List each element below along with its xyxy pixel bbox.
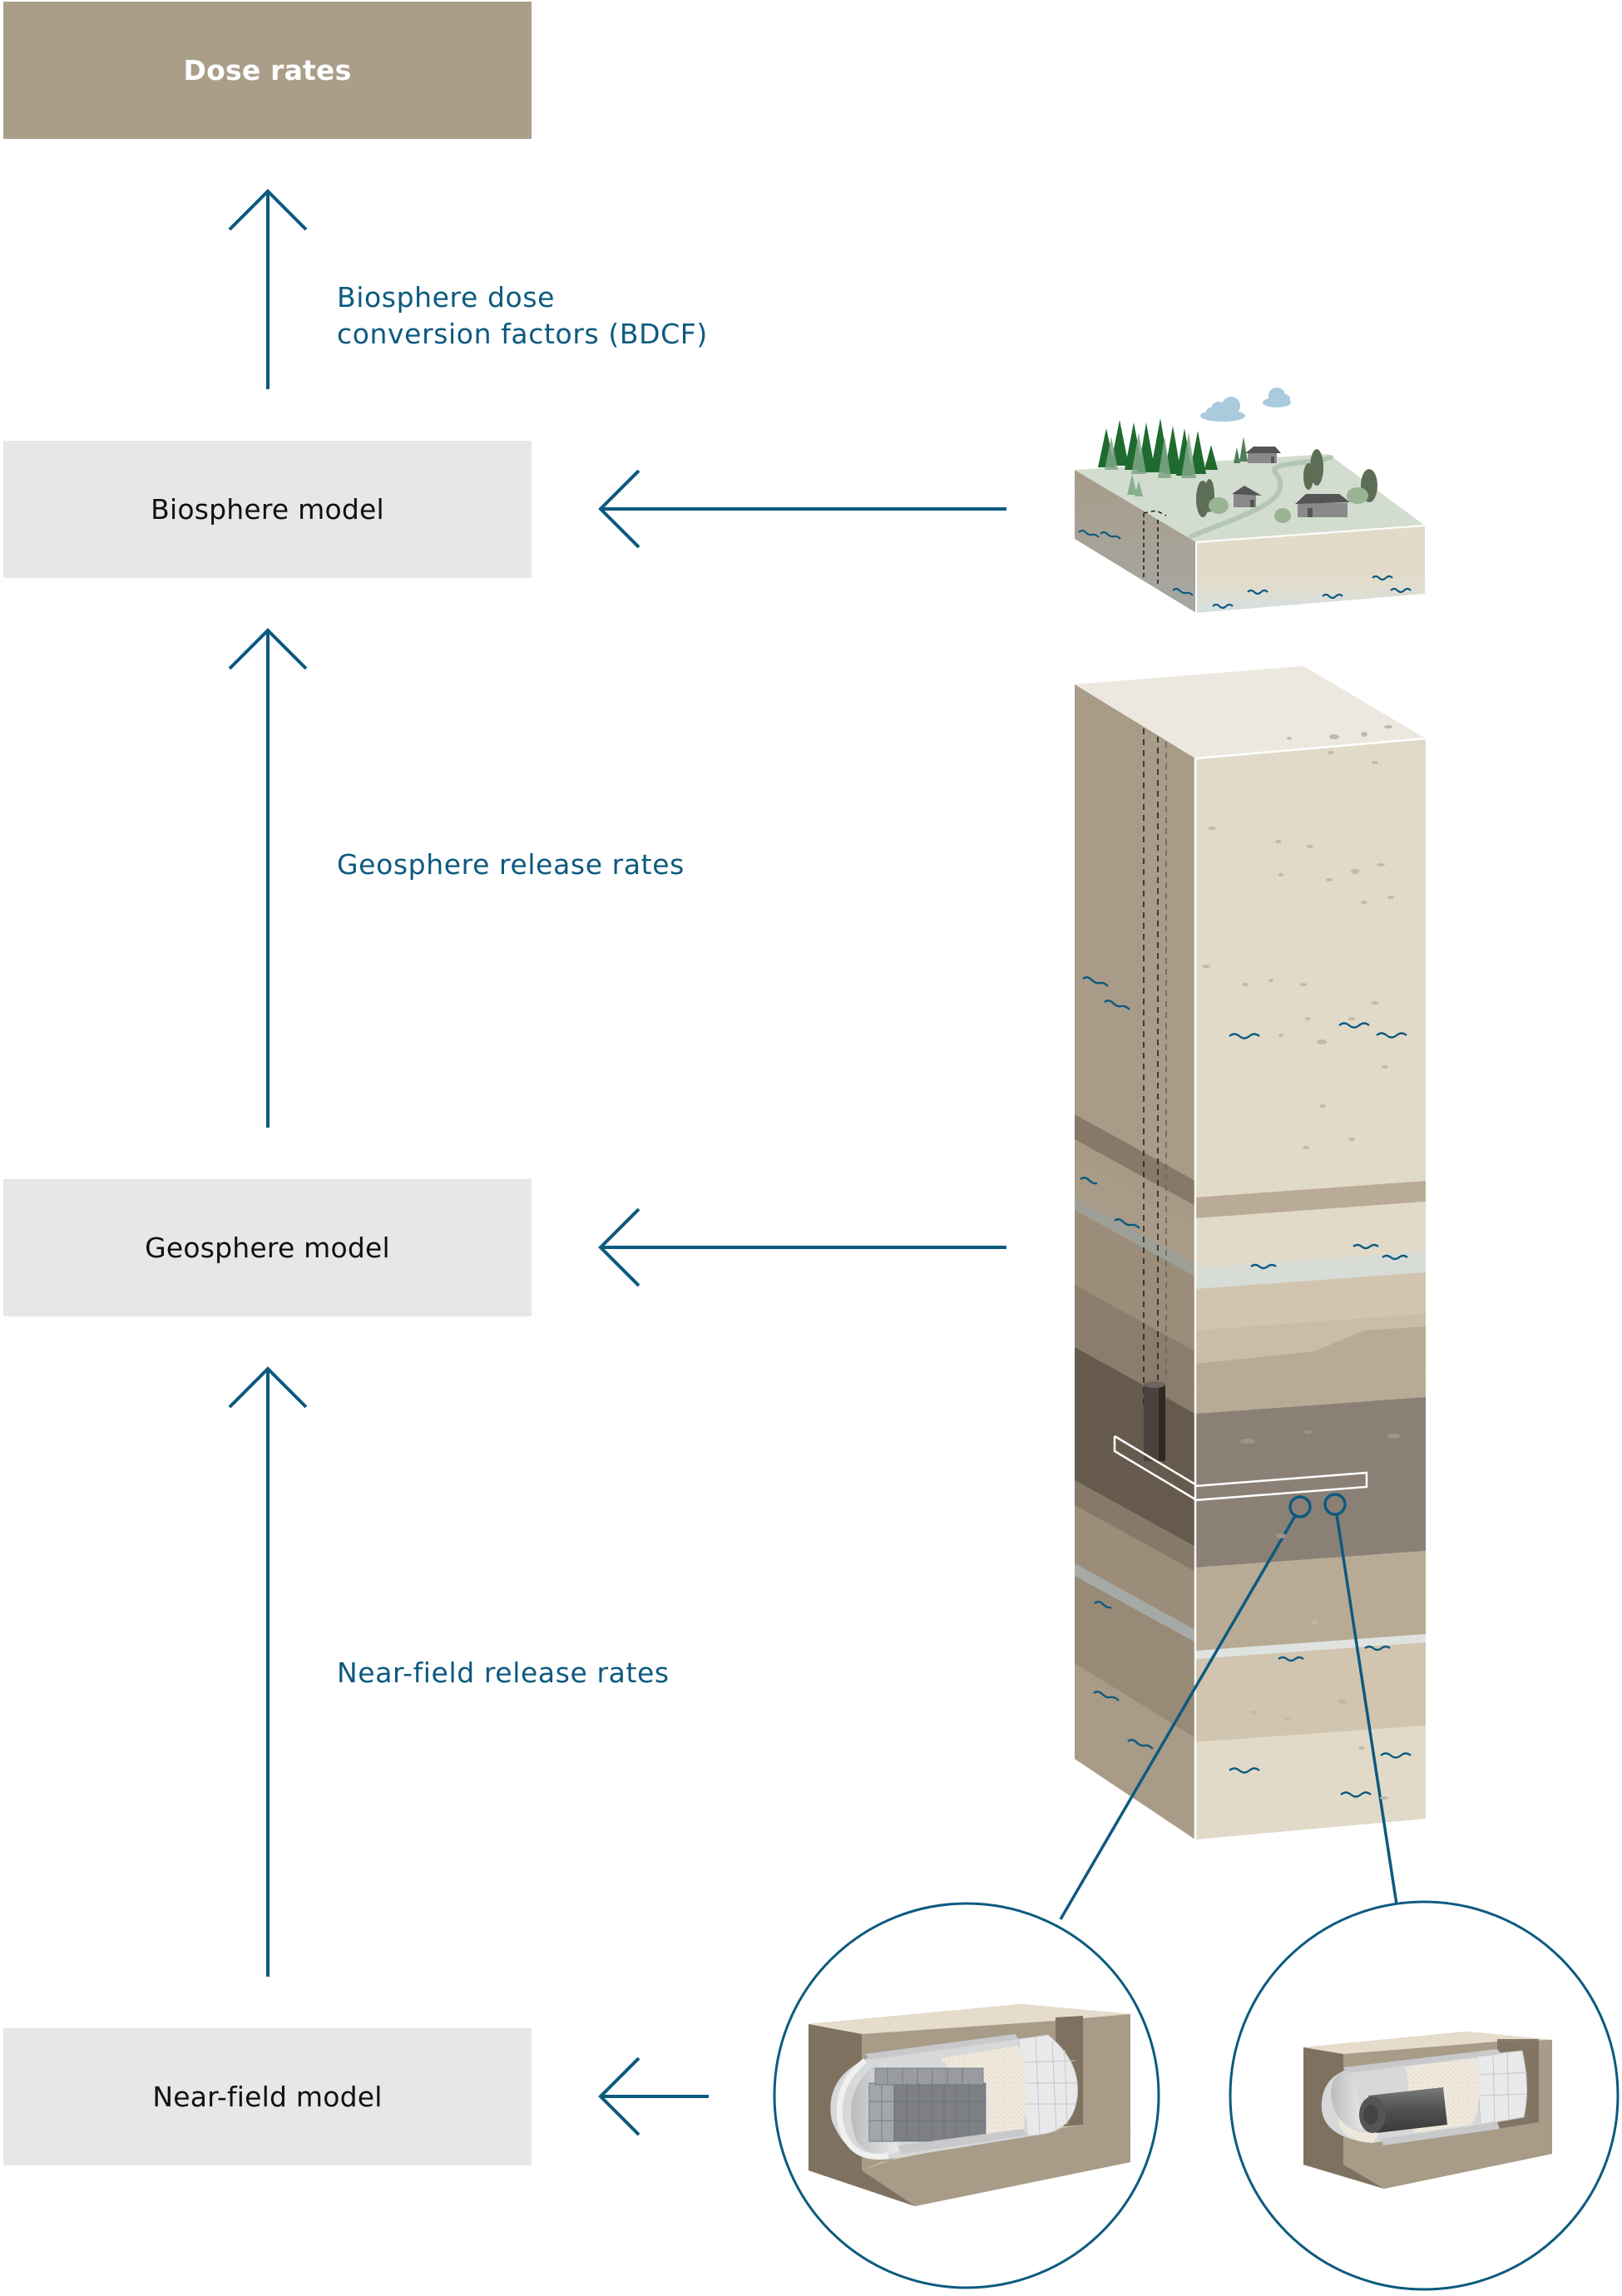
near-field-release-label: Near-field release rates (337, 1657, 670, 1689)
arrow-left-to-geosphere-model (598, 1207, 1006, 1287)
water-icon (1080, 976, 1412, 1798)
callout-markers (1059, 1493, 1398, 1920)
arrow-left-to-near-field-model (598, 2057, 709, 2136)
repository-outline (1113, 1434, 1368, 1502)
biosphere-model-box: Biosphere model (3, 441, 532, 578)
near-field-model-box: Near-field model (3, 2028, 532, 2165)
bdcf-label-line2: conversion factors (BDCF) (337, 318, 708, 350)
geosphere-model-box: Geosphere model (3, 1179, 532, 1316)
arrow-up-to-geosphere (228, 1366, 308, 1977)
near-field-model-label: Near-field model (152, 2081, 383, 2113)
rock-layers-front (1195, 1181, 1426, 1839)
arrow-left-to-biosphere-model (598, 469, 1006, 549)
forest-icon (1098, 418, 1218, 496)
geosphere-release-label: Geosphere release rates (337, 848, 685, 881)
pebbles (1202, 725, 1401, 1800)
geosphere-column-illustration (1059, 666, 1427, 1920)
house-icon (1232, 486, 1262, 507)
shaft (1144, 1381, 1165, 1461)
near-field-detail-waste-blocks (773, 1902, 1160, 2289)
near-field-detail-canister (1229, 1900, 1620, 2291)
bdcf-label-line1: Biosphere dose (337, 281, 556, 314)
cloud-icon (1263, 388, 1291, 407)
arrow-up-to-dose-rates (228, 189, 308, 389)
water-icon (1078, 529, 1412, 610)
biosphere-model-label: Biosphere model (151, 493, 384, 526)
geosphere-model-label: Geosphere model (145, 1232, 390, 1264)
house-icon (1245, 447, 1281, 463)
arrow-up-to-biosphere (228, 628, 308, 1128)
house-icon (1295, 494, 1350, 517)
dose-rates-box: Dose rates (3, 2, 532, 139)
waste-blocks (868, 2067, 987, 2142)
biosphere-illustration (1075, 388, 1426, 613)
cloud-icon (1200, 397, 1245, 422)
bdcf-label: Biosphere dose conversion factors (BDCF) (337, 279, 708, 353)
canister (1359, 2087, 1447, 2133)
dose-rates-label: Dose rates (183, 54, 352, 86)
